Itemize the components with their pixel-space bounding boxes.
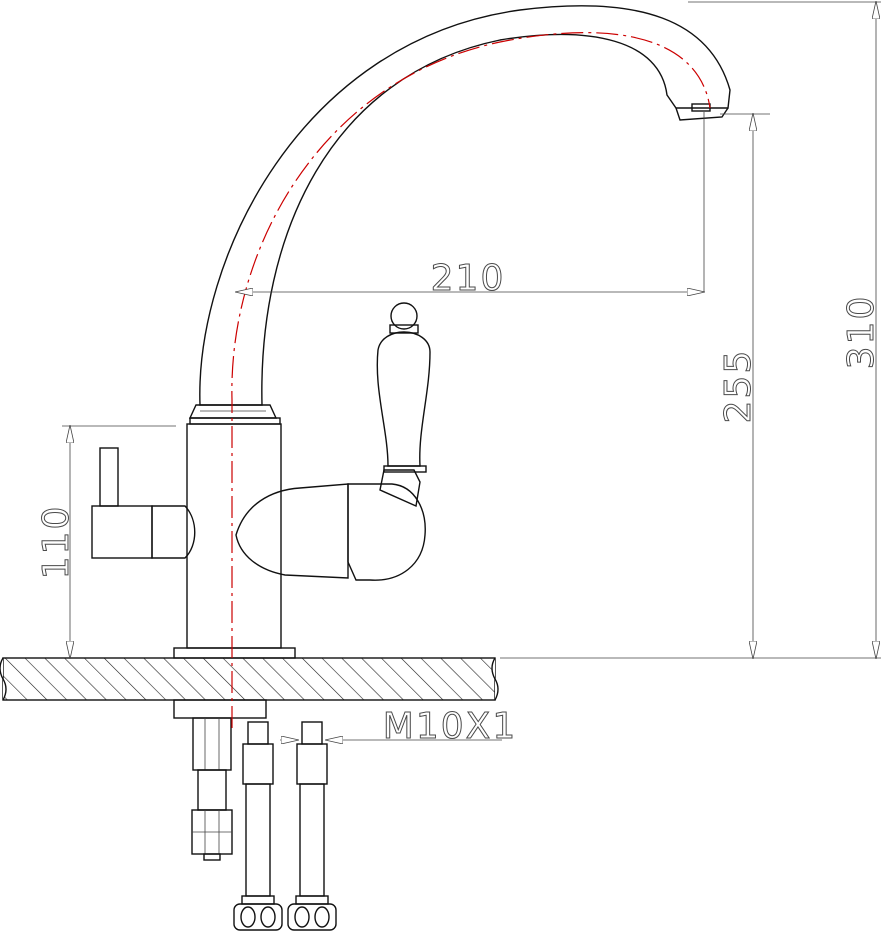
dimension-210-label: 210: [431, 258, 506, 299]
dimension-110: 110: [36, 426, 176, 658]
countertop: [0, 657, 499, 701]
thread-label: M10X1: [383, 706, 517, 747]
faucet-body: [173, 417, 296, 659]
dimension-310: 310: [500, 2, 881, 658]
lever-handle: [235, 302, 431, 581]
flexible-hose-right: [287, 721, 337, 931]
flexible-hose-left: [233, 721, 283, 931]
dimension-thread: M10X1: [280, 706, 517, 748]
spout: [188, 5, 731, 419]
filter-handle: [91, 447, 196, 559]
mounting-fittings: [173, 699, 267, 861]
dimension-310-label: 310: [841, 295, 881, 370]
dimension-255: 255: [718, 114, 770, 658]
dimension-110-label: 110: [36, 505, 77, 580]
centerlines: [231, 32, 711, 728]
dimension-210: 210: [236, 112, 704, 300]
dimension-255-label: 255: [718, 349, 759, 424]
